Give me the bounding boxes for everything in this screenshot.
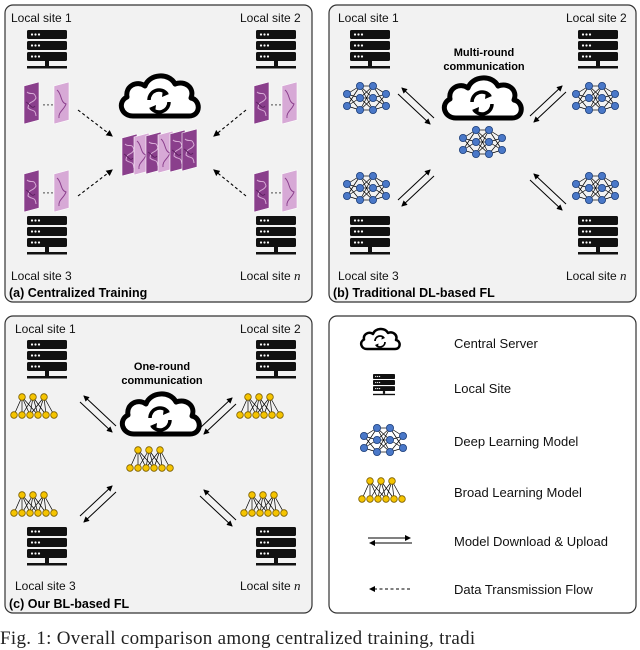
panel-b-annotation-2: communication <box>443 61 525 73</box>
panel-c-annotation-2: communication <box>121 375 203 387</box>
tissue-slides-site-1: ··· <box>23 81 70 125</box>
legend-panel: Central Server Local Site Deep Learning … <box>328 315 637 614</box>
panel-c-site-3-label: Local site 3 <box>15 579 76 593</box>
panel-b-annotation-1: Multi-round <box>454 47 514 59</box>
panel-c-annotation-1: One-round <box>134 361 190 373</box>
legend-label-deep-learning: Deep Learning Model <box>454 434 578 449</box>
panel-c-site-n-label: Local site n <box>240 578 301 593</box>
figure-caption: Fig. 1: Overall comparison among central… <box>0 628 476 649</box>
panel-c-site-1-label: Local site 1 <box>15 322 76 336</box>
panel-a-caption: (a) Centralized Training <box>9 286 147 300</box>
panel-b-site-1-label: Local site 1 <box>338 11 399 25</box>
panel-b-site-3-label: Local site 3 <box>338 269 399 283</box>
panel-b-caption: (b) Traditional DL-based FL <box>333 286 495 300</box>
panel-bl-fl: Local site 1 Local site 2 Local site 3 L… <box>4 315 313 614</box>
tissue-slides-site-3: ··· <box>23 169 70 213</box>
panel-b-site-n-label: Local site n <box>566 268 627 283</box>
svg-text:···: ··· <box>42 185 54 199</box>
model-download-upload-arrows <box>79 395 237 527</box>
panel-centralized-training: Local site 1 Local site 2 Local site 3 L… <box>4 4 313 303</box>
panel-a-site-1-label: Local site 1 <box>11 11 72 25</box>
svg-text:···: ··· <box>270 185 282 199</box>
panel-c-caption: (c) Our BL-based FL <box>9 597 130 611</box>
svg-text:···: ··· <box>42 97 54 111</box>
panel-c-site-2-label: Local site 2 <box>240 322 301 336</box>
double-arrow-icon <box>368 535 412 546</box>
legend-label-data-transmission: Data Transmission Flow <box>454 582 593 597</box>
legend-label-broad-learning: Broad Learning Model <box>454 485 582 500</box>
panel-a-site-2-label: Local site 2 <box>240 11 301 25</box>
legend-label-central-server: Central Server <box>454 336 538 351</box>
tissue-slides-site-n: ··· <box>253 169 298 213</box>
tissue-slides-site-2: ··· <box>253 81 298 125</box>
svg-text:···: ··· <box>270 97 282 111</box>
legend-label-local-site: Local Site <box>454 381 511 396</box>
tissue-stack-central <box>121 128 198 177</box>
legend-label-model-download-upload: Model Download & Upload <box>454 534 608 549</box>
panel-traditional-dl-fl: Local site 1 Local site 2 Local site 3 L… <box>328 4 637 303</box>
panel-b-site-2-label: Local site 2 <box>566 11 627 25</box>
panel-a-site-3-label: Local site 3 <box>11 269 72 283</box>
panel-a-site-n-label: Local site n <box>240 268 301 283</box>
model-download-upload-arrows <box>397 85 567 211</box>
data-transmission-arrows <box>77 109 247 197</box>
